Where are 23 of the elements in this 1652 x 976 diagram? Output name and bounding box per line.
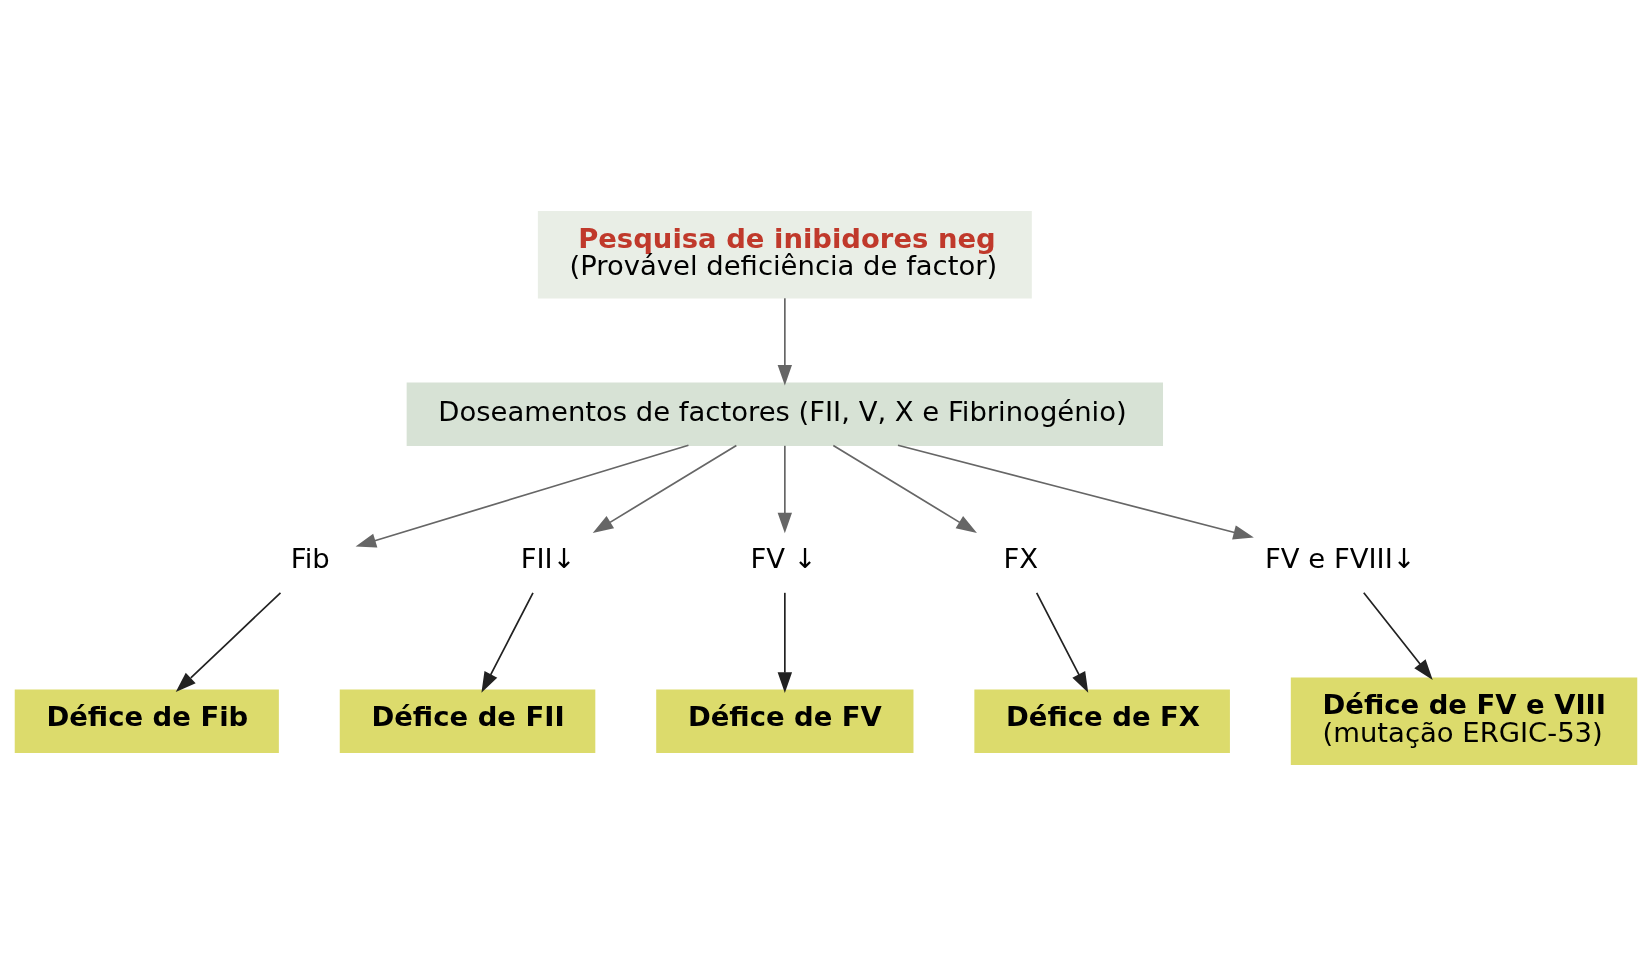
node-box: Défice de Fib — [14, 689, 279, 753]
arrow — [832, 444, 977, 533]
arrow — [175, 591, 282, 693]
node-text: Fib — [290, 543, 330, 575]
arrow — [355, 444, 690, 548]
node-box: Défice de FII — [339, 689, 596, 753]
node-box: Défice de FV e VIII (mutação ERGIC-53) — [1290, 677, 1638, 765]
node-box: Défice de FX — [974, 689, 1230, 753]
arrow — [897, 444, 1254, 540]
node-box: Défice de FV — [656, 689, 914, 753]
node-box: Pesquisa de inibidores neg (Provável deficiência de factor) — [537, 211, 1032, 299]
arrow — [1035, 591, 1089, 693]
node-box: Doseamentos de factores (FII, V, X e Fibrinogénio) — [406, 382, 1164, 446]
arrow — [777, 444, 793, 534]
node-text: FV ↓ — [750, 543, 817, 575]
node-text: FV e FVIII↓ — [1265, 543, 1416, 575]
arrow — [1362, 591, 1433, 680]
arrow — [777, 591, 793, 693]
arrow — [481, 591, 534, 693]
arrow — [777, 297, 793, 386]
node-text: FII↓ — [520, 543, 576, 575]
node-text: FX — [1003, 543, 1039, 575]
arrow — [592, 444, 738, 533]
